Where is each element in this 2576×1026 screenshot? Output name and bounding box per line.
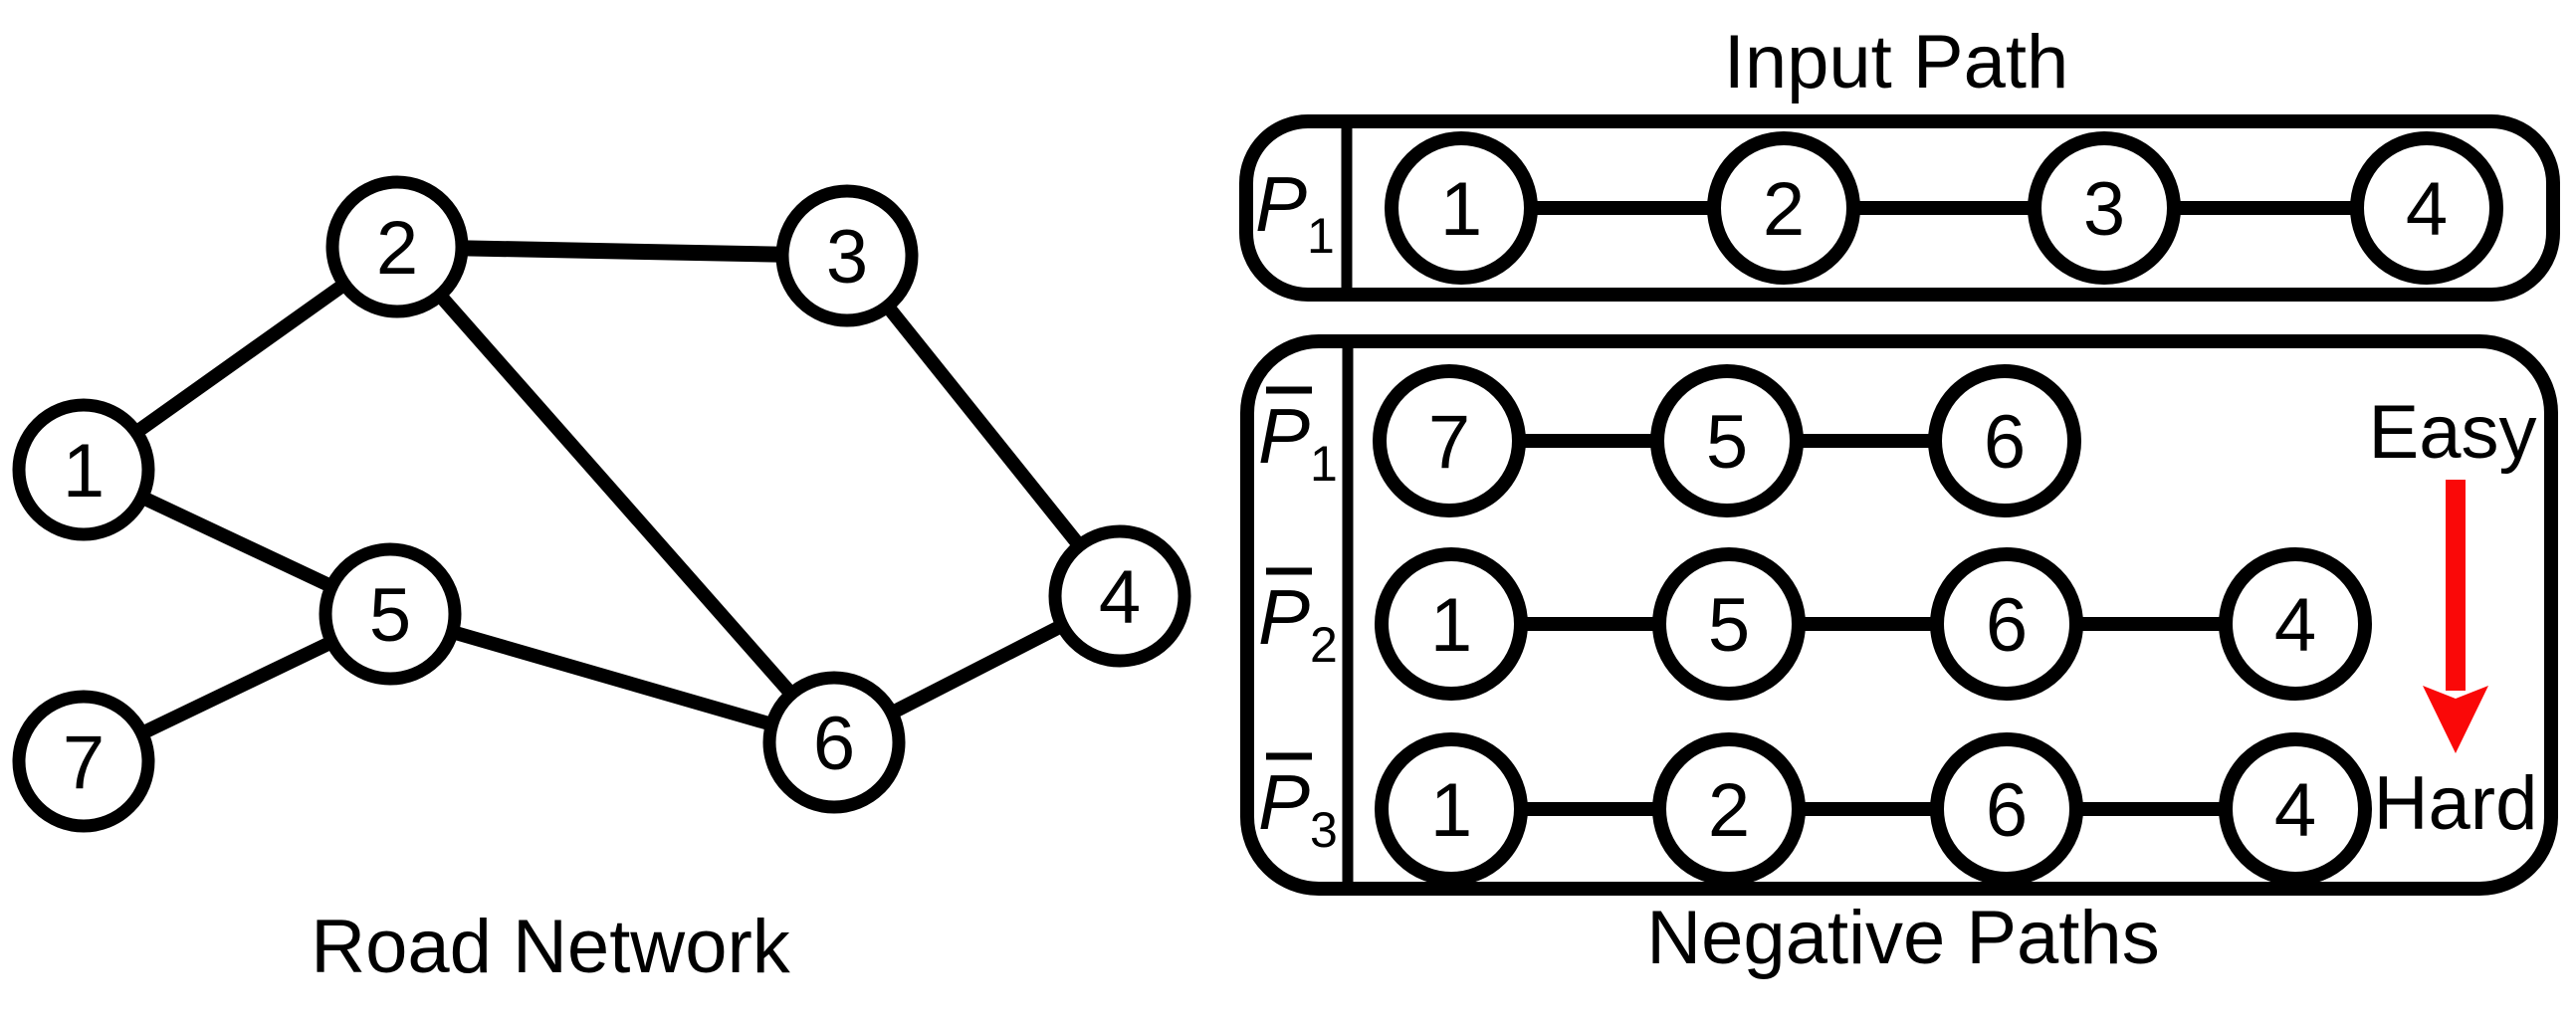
road-node-2-label: 2 (376, 206, 418, 291)
input-node-2-label: 2 (1763, 167, 1805, 252)
neg-row-2-label-sub: 2 (1310, 617, 1338, 673)
difficulty-hard-label: Hard (2374, 761, 2538, 846)
input-node-1-circle (1385, 131, 1538, 285)
neg-row-2-label-base: P (1258, 573, 1310, 661)
input-node-2-circle (1707, 131, 1860, 285)
input-path-label-base: P (1255, 160, 1307, 248)
road-node-2-circle (325, 175, 469, 318)
road-network-graph: 1 2 3 4 5 6 7 Road Network (12, 175, 1191, 989)
road-node-3-circle (775, 184, 919, 327)
neg-row-3-label: P3 (1258, 758, 1338, 858)
neg-row-2-node-6-label: 6 (1986, 583, 2028, 668)
input-path-row-label: P1 (1255, 160, 1335, 264)
input-node-3-circle (2028, 131, 2181, 285)
road-network-nodes: 1 2 3 4 5 6 7 (12, 175, 1191, 833)
neg-path-row-2: P2 1 5 6 4 (1258, 547, 2372, 701)
road-edge-5-6 (388, 607, 836, 749)
road-node-7-circle (12, 690, 155, 833)
neg-row-3-node-1-label: 1 (1430, 768, 1472, 853)
neg-row-1-label-base: P (1258, 392, 1310, 480)
road-node-1-label: 1 (63, 429, 105, 513)
input-path-row: 1 2 3 4 (1385, 131, 2503, 285)
neg-row-2-node-6-circle (1930, 547, 2083, 701)
road-node-6-circle (762, 671, 906, 814)
road-node-3-label: 3 (826, 215, 868, 300)
neg-row-2-node-5-label: 5 (1708, 583, 1750, 668)
input-path-title: Input Path (1724, 20, 2069, 104)
negative-paths-title: Negative Paths (1646, 896, 2159, 980)
difficulty-annotation: Easy Hard (2369, 390, 2538, 846)
road-node-5-circle (319, 542, 462, 686)
neg-row-3-node-6-circle (1930, 732, 2083, 886)
neg-row-1-node-7-label: 7 (1428, 400, 1470, 485)
road-node-4-circle (1048, 524, 1191, 668)
neg-row-2-node-1-circle (1375, 547, 1528, 701)
input-node-4-label: 4 (2406, 167, 2448, 252)
difficulty-arrow-head (2423, 686, 2488, 753)
neg-row-1-label-sub: 1 (1310, 436, 1338, 492)
road-network-edges (79, 239, 1126, 768)
neg-row-3-node-2-circle (1652, 732, 1806, 886)
neg-row-2-node-1-label: 1 (1430, 583, 1472, 668)
neg-path-row-1: P1 7 5 6 (1258, 364, 2081, 517)
difficulty-easy-label: Easy (2369, 390, 2537, 475)
road-node-4-label: 4 (1099, 555, 1141, 640)
road-node-1-circle (12, 398, 155, 541)
neg-row-1-node-5-circle (1650, 364, 1804, 517)
neg-row-3-node-6-label: 6 (1986, 768, 2028, 853)
negative-paths-panel: P1 7 5 6 P2 1 5 6 4 (1240, 334, 2558, 980)
road-network-caption: Road Network (311, 905, 791, 989)
neg-row-2-node-5-circle (1652, 547, 1806, 701)
neg-row-3-node-2-label: 2 (1708, 768, 1750, 853)
neg-path-row-3: P3 1 2 6 4 (1258, 732, 2372, 886)
neg-row-3-node-4-circle (2219, 732, 2372, 886)
neg-row-1-node-7-circle (1373, 364, 1526, 517)
neg-row-2-node-4-label: 4 (2274, 583, 2316, 668)
input-node-3-label: 3 (2083, 167, 2125, 252)
input-path-panel: Input Path P1 1 2 3 4 (1239, 20, 2560, 302)
neg-row-3-label-sub: 3 (1310, 802, 1338, 858)
road-edge-2-3 (396, 239, 848, 264)
neg-row-3-node-1-circle (1375, 732, 1528, 886)
neg-row-3-node-4-label: 4 (2274, 768, 2316, 853)
neg-row-1-node-6-label: 6 (1984, 400, 2026, 485)
road-node-7-label: 7 (63, 720, 105, 805)
road-edge-2-6 (391, 242, 840, 747)
neg-row-1-label: P1 (1258, 392, 1338, 492)
input-node-1-label: 1 (1440, 167, 1482, 252)
road-node-5-label: 5 (369, 573, 411, 658)
neg-row-2-node-4-circle (2219, 547, 2372, 701)
road-edge-3-4 (841, 251, 1126, 601)
input-node-4-circle (2350, 131, 2503, 285)
neg-row-2-label: P2 (1258, 573, 1338, 673)
difficulty-arrow (2423, 480, 2488, 753)
neg-row-1-node-5-label: 5 (1706, 400, 1748, 485)
negative-paths-box (1240, 334, 2558, 896)
neg-row-3-label-base: P (1258, 758, 1310, 846)
neg-row-1-node-6-circle (1928, 364, 2081, 517)
input-path-label-sub: 1 (1307, 208, 1335, 264)
road-node-6-label: 6 (813, 702, 855, 786)
difficulty-arrow-shaft (2446, 480, 2466, 691)
input-path-box (1239, 114, 2560, 302)
